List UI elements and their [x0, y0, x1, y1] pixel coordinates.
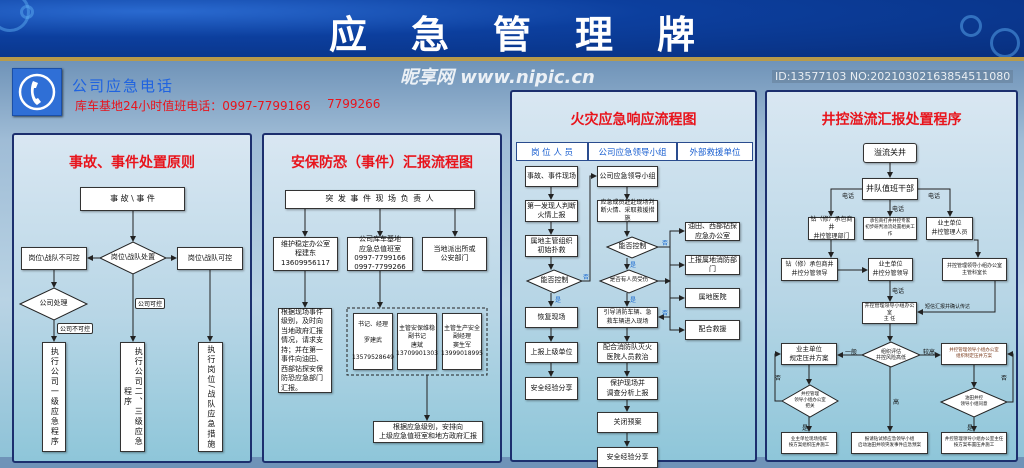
- phone-title: 公司应急电话: [72, 77, 175, 95]
- fire-m5: 配合消防队灭火 医院人员救治: [597, 342, 658, 363]
- police-box: 当地派出所或 公安部门: [422, 237, 487, 271]
- fire-m7: 关闭预案: [597, 412, 658, 433]
- duty-room-box: 公司库车基地 应急总值班室 0997-7799166 0997-7799266: [347, 235, 413, 271]
- duty-phone: 库车基地24小时值班电话：0997-7799166: [75, 99, 311, 113]
- fire-m-no-1: 否: [662, 240, 669, 247]
- fire-r3: 配合救援: [685, 320, 740, 340]
- normal-label: 一般: [845, 349, 858, 356]
- fire-l5: 上报上级单位: [525, 342, 578, 363]
- fire-m-yes-1: 是: [630, 262, 637, 269]
- sms-confirm-label: 短信汇报并确认传达: [925, 304, 971, 310]
- duty-phone-2: 7799266: [327, 97, 381, 111]
- fire-m8: 安全经验分享: [597, 447, 658, 468]
- fire-r0: 油田、西部钻探 应急办公室: [685, 222, 740, 241]
- field-group-approval-decision: 油田井控 领导小组同意: [960, 396, 988, 407]
- fire-m-injury-decision: 是否有人员受伤: [609, 277, 649, 284]
- stability-office-box: 维护稳定办公室 程建东 13609956117: [273, 237, 338, 271]
- contact-secretary: 书记、经理 罗建武 13579528649: [352, 313, 394, 370]
- company-uncontrollable-label: 公司不可控: [57, 323, 94, 334]
- header-banner: [0, 0, 1024, 58]
- owner-onsite-kill-box: 业主单位现场指挥 按方案组织压井施工: [781, 432, 837, 454]
- contact-deputy-secretary: 主管安保维稳 副书记 唐斌 13709901303: [396, 313, 438, 370]
- yes-label-right: 是: [967, 425, 974, 432]
- fire-m0: 公司应急领导小组: [597, 166, 658, 187]
- fire-l-yes: 是: [555, 297, 562, 304]
- fire-l1: 第一发现人判断 火情上报: [525, 200, 578, 222]
- contractor-expert-box: 承包商打井井控专家 初步研判溢流处置相关工作: [863, 217, 917, 240]
- kick-shutin-box: 溢流关井: [863, 143, 917, 163]
- escalation-report-box: 根据应急级别，安排向 上级应急值班室和地方政府汇报: [373, 421, 483, 443]
- contractor-dept-box: 钻（修）承包商井 井控管理部门: [808, 216, 855, 240]
- incident-box: 事 故 \ 事 件: [80, 187, 185, 211]
- emergency-plan-box: 报请钻试修应急领导小组 启动油田井喷突发事件应急预案: [851, 432, 928, 454]
- panel4-title: 井控溢流汇报处置程序: [821, 112, 962, 128]
- office-director-box: 井控管理领导小组办公室 主 任: [862, 302, 917, 324]
- fire-m6: 保护现场并 调查分析上报: [597, 377, 658, 400]
- level1-procedure-box: 执行公司一级应急程序: [42, 342, 66, 452]
- company-controllable-label: 公司可控: [135, 298, 166, 309]
- office-kill-plan-box: 井控管理领导小组办公室 组织制定压井方案: [941, 343, 1007, 365]
- panel-security-report: [262, 133, 502, 463]
- phone-label-3: 电话: [928, 193, 941, 200]
- fire-l-no: 否: [583, 274, 590, 281]
- fire-l4: 恢复现场: [525, 307, 578, 328]
- no-label-right: 否: [1001, 375, 1008, 382]
- owner-kill-plan-box: 业主单位 规定压井方案: [781, 343, 837, 365]
- column-header-staff: 岗 位 人 员: [516, 142, 588, 161]
- gold-divider: [0, 57, 1024, 61]
- fire-m-yes-2: 是: [630, 297, 637, 304]
- level23-procedure-box: 执行公司二、三级应急程序: [120, 342, 145, 452]
- onsite-leader-box: 突 发 事 件 现 场 负 责 人: [285, 190, 475, 209]
- no-label-left: 否: [775, 375, 782, 382]
- team-handling-decision: 岗位\战队处置: [110, 253, 156, 262]
- watermark-id: ID:13577103 NO:20210302163854511080: [772, 70, 1014, 83]
- owner-staff-box: 业主单位 井控管理人员: [926, 217, 973, 240]
- panel3-title: 火灾应急响应流程图: [570, 112, 697, 128]
- team-uncontrollable-box: 岗位\战队不可控: [21, 247, 87, 270]
- column-header-external: 外部救援单位: [677, 142, 753, 161]
- office-approval-decision: 井控管理 领导小组办公室 把关: [794, 392, 826, 409]
- fire-m-control-decision: 能否控制: [618, 242, 647, 251]
- contact-deputy-manager: 主管生产安全 副经理 窦生军 13999018995: [441, 313, 483, 370]
- phone-label-4: 电话: [892, 288, 905, 295]
- phone-icon: [12, 68, 62, 116]
- report-instructions-box: 根据现场事件级别，及时向当地政府汇报情况，请求支持；并在第一事件向油田、西部钻探…: [278, 308, 332, 393]
- panel1-title: 事故、事件处置原则: [69, 155, 195, 171]
- office-section-chief-box: 井控管理领导小组办公室 主管科室长: [942, 258, 1007, 281]
- phone-label-1: 电话: [842, 193, 855, 200]
- column-header-leadership: 公司应急领导小组: [588, 142, 677, 161]
- team-controllable-box: 岗位\战队可控: [177, 247, 243, 270]
- panel2-title: 安保防恐（事件）汇报流程图: [291, 155, 473, 171]
- fire-m4: 引导消防车辆、急 救车辆进入现场: [597, 307, 658, 328]
- fire-m-no-2: 否: [662, 310, 669, 317]
- fire-m1: 应急成员赶赴现场判 断火情、采取救援措施: [597, 199, 658, 222]
- company-handling-decision: 公司处理: [39, 299, 68, 308]
- fire-l2: 属地主管组织 初始扑救: [525, 235, 578, 257]
- high-label: 高: [893, 399, 900, 406]
- fire-l-control-decision: 能否控制: [540, 276, 569, 285]
- director-kill-box: 井控管理领导小组办公室主任 按方案布置压井施工: [941, 432, 1007, 454]
- higher-label: 较高: [923, 349, 936, 356]
- risk-assessment-decision: 组织评估 井控风险高低: [875, 348, 906, 362]
- owner-leader-box: 业主单位 井控分管领导: [868, 258, 913, 281]
- fire-r1: 上报属地消防部门: [685, 255, 740, 275]
- contractor-leader-box: 钻（修）承包商井 井控分管领导: [781, 258, 838, 281]
- fire-r2: 属地医院: [685, 288, 740, 308]
- yes-label-left: 是: [802, 425, 809, 432]
- page-title: 应急管理牌: [328, 12, 739, 57]
- watermark-site: 昵享网 www.nipic.cn: [400, 67, 595, 88]
- duty-cadre-box: 井队值班干部: [862, 178, 918, 200]
- fire-l6: 安全经验分享: [525, 377, 578, 400]
- fire-l0: 事故、事件现场: [525, 166, 578, 187]
- phone-label-2: 电话: [892, 206, 905, 213]
- team-measures-box: 执行岗位/战队应急措施: [198, 342, 223, 452]
